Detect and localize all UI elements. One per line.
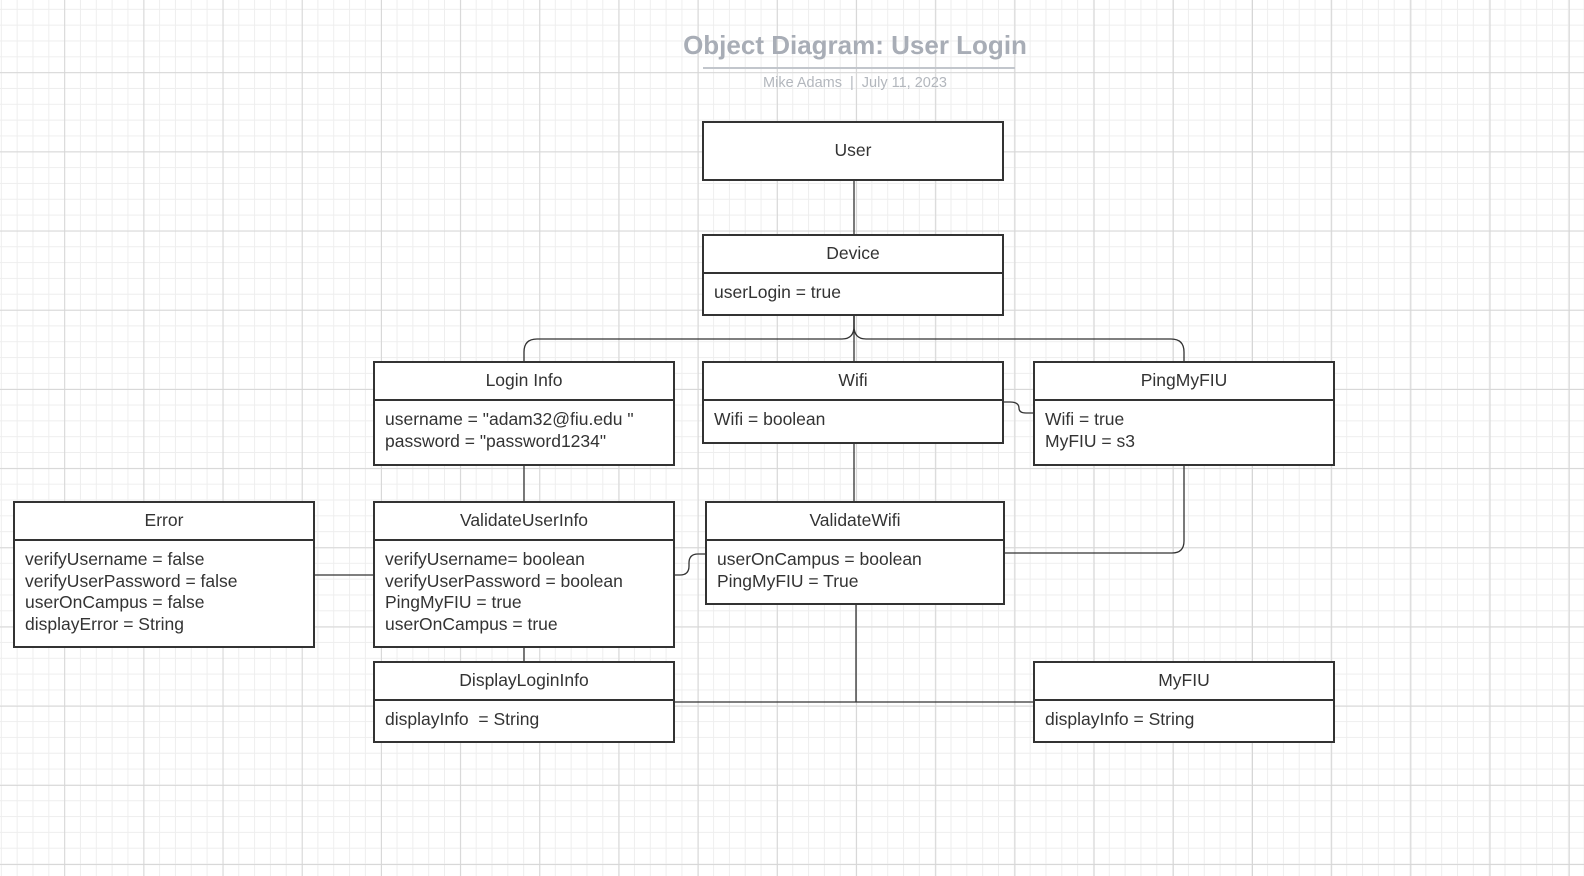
object-pingmyfiu-attributes: Wifi = true MyFIU = s3 (1035, 401, 1333, 452)
object-validate-user-info[interactable]: ValidateUserInfo verifyUsername= boolean… (373, 501, 675, 648)
link-device-login-info (523, 315, 855, 362)
object-user-name: User (834, 140, 872, 160)
attribute-row: displayInfo = String (1045, 709, 1195, 729)
link-validate-user-info-validate-wifi (674, 553, 706, 576)
object-display-login-info-name: DisplayLoginInfo (375, 663, 673, 701)
attribute-row: username = "adam32@fiu.edu " (385, 409, 634, 429)
object-device[interactable]: Device userLogin = true (702, 234, 1004, 316)
attribute-row: PingMyFIU = true (385, 592, 522, 612)
object-pingmyfiu[interactable]: PingMyFIU Wifi = true MyFIU = s3 (1033, 361, 1335, 466)
title-underline (703, 67, 1015, 69)
attribute-row: userOnCampus = true (385, 613, 558, 634)
object-wifi[interactable]: Wifi Wifi = boolean (702, 361, 1004, 444)
attribute-row: Wifi = boolean (714, 409, 826, 429)
attribute-row: displayInfo = String (385, 709, 540, 729)
author-name: Mike Adams (763, 75, 842, 91)
attribute-row: verifyUserPassword = false (25, 570, 238, 591)
object-pingmyfiu-name: PingMyFIU (1035, 363, 1333, 401)
object-login-info-attributes: username = "adam32@fiu.edu " password = … (375, 401, 673, 452)
object-validate-wifi-name: ValidateWifi (707, 503, 1003, 541)
object-validate-user-info-attributes: verifyUsername= boolean verifyUserPasswo… (375, 541, 673, 635)
subtitle-separator: | (850, 75, 854, 91)
object-login-info-name: Login Info (375, 363, 673, 401)
attribute-row: verifyUserPassword = boolean (385, 570, 623, 591)
object-display-login-info-attributes: displayInfo = String (375, 701, 673, 731)
attribute-row: password = "password1234" (385, 430, 607, 451)
link-device-pingmyfiu (853, 315, 1185, 362)
object-validate-wifi[interactable]: ValidateWifi userOnCampus = boolean Ping… (705, 501, 1005, 605)
object-device-name: Device (704, 236, 1002, 274)
object-my-fiu-name: MyFIU (1035, 663, 1333, 701)
page-subtitle: Mike Adams | July 11, 2023 (640, 75, 1070, 91)
object-display-login-info[interactable]: DisplayLoginInfo displayInfo = String (373, 661, 675, 743)
object-error-name: Error (15, 503, 313, 541)
object-validate-user-info-name: ValidateUserInfo (375, 503, 673, 541)
attribute-row: userOnCampus = false (25, 592, 205, 612)
link-wifi-pingmyfiu (1004, 401, 1034, 414)
attribute-row: verifyUsername = false (25, 549, 205, 569)
object-error-attributes: verifyUsername = false verifyUserPasswor… (15, 541, 313, 635)
attribute-row: MyFIU = s3 (1045, 430, 1135, 451)
diagram-date: July 11, 2023 (861, 75, 947, 91)
object-my-fiu[interactable]: MyFIU displayInfo = String (1033, 661, 1335, 743)
attribute-row: userOnCampus = boolean (717, 549, 922, 569)
page-title: Object Diagram: User Login (683, 30, 1027, 60)
link-pingmyfiu-validate-wifi (1004, 465, 1185, 554)
attribute-row: PingMyFIU = True (717, 570, 859, 591)
object-validate-wifi-attributes: userOnCampus = boolean PingMyFIU = True (707, 541, 1003, 592)
attribute-row: verifyUsername= boolean (385, 549, 585, 569)
object-wifi-attributes: Wifi = boolean (704, 401, 1002, 431)
attribute-row: Wifi = true (1045, 409, 1125, 429)
object-error[interactable]: Error verifyUsername = false verifyUserP… (13, 501, 315, 648)
object-my-fiu-attributes: displayInfo = String (1035, 701, 1333, 731)
object-wifi-name: Wifi (704, 363, 1002, 401)
object-login-info[interactable]: Login Info username = "adam32@fiu.edu " … (373, 361, 675, 466)
object-user[interactable]: User (702, 121, 1004, 181)
attribute-row: displayError = String (25, 613, 185, 634)
attribute-row: userLogin = true (714, 282, 841, 302)
object-device-attributes: userLogin = true (704, 274, 1002, 304)
